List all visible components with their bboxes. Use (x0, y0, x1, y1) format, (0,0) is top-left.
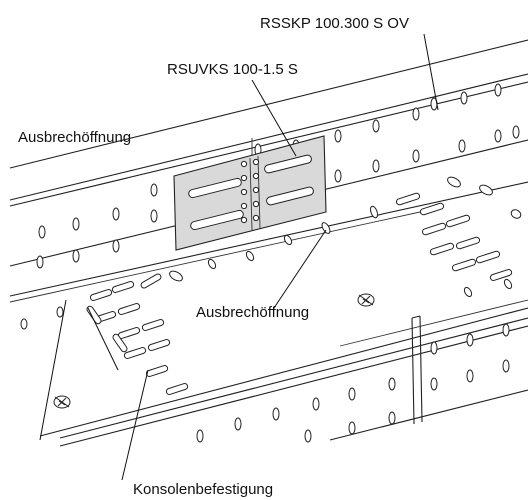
label-cable-tray: RSSKP 100.300 S OV (260, 15, 409, 32)
front-side-wall (59, 315, 528, 447)
back-wall-slots (36, 83, 520, 269)
label-connector: RSUVKS 100-1.5 S (167, 61, 298, 78)
front-wall-slots (196, 323, 510, 443)
floor-slots-left (20, 222, 331, 395)
connector-plate (173, 135, 327, 251)
label-knockout-top: Ausbrechöffnung (18, 129, 132, 146)
label-knockout-center: Ausbrechöffnung (196, 304, 310, 321)
label-bracket-mount: Konsolenbefestigung (133, 481, 274, 498)
leader-lines (39, 33, 439, 481)
tray-floor (9, 181, 528, 437)
floor-slots-right (370, 176, 522, 298)
earth-ground-icon (357, 293, 375, 307)
earth-ground-icon (53, 395, 71, 409)
